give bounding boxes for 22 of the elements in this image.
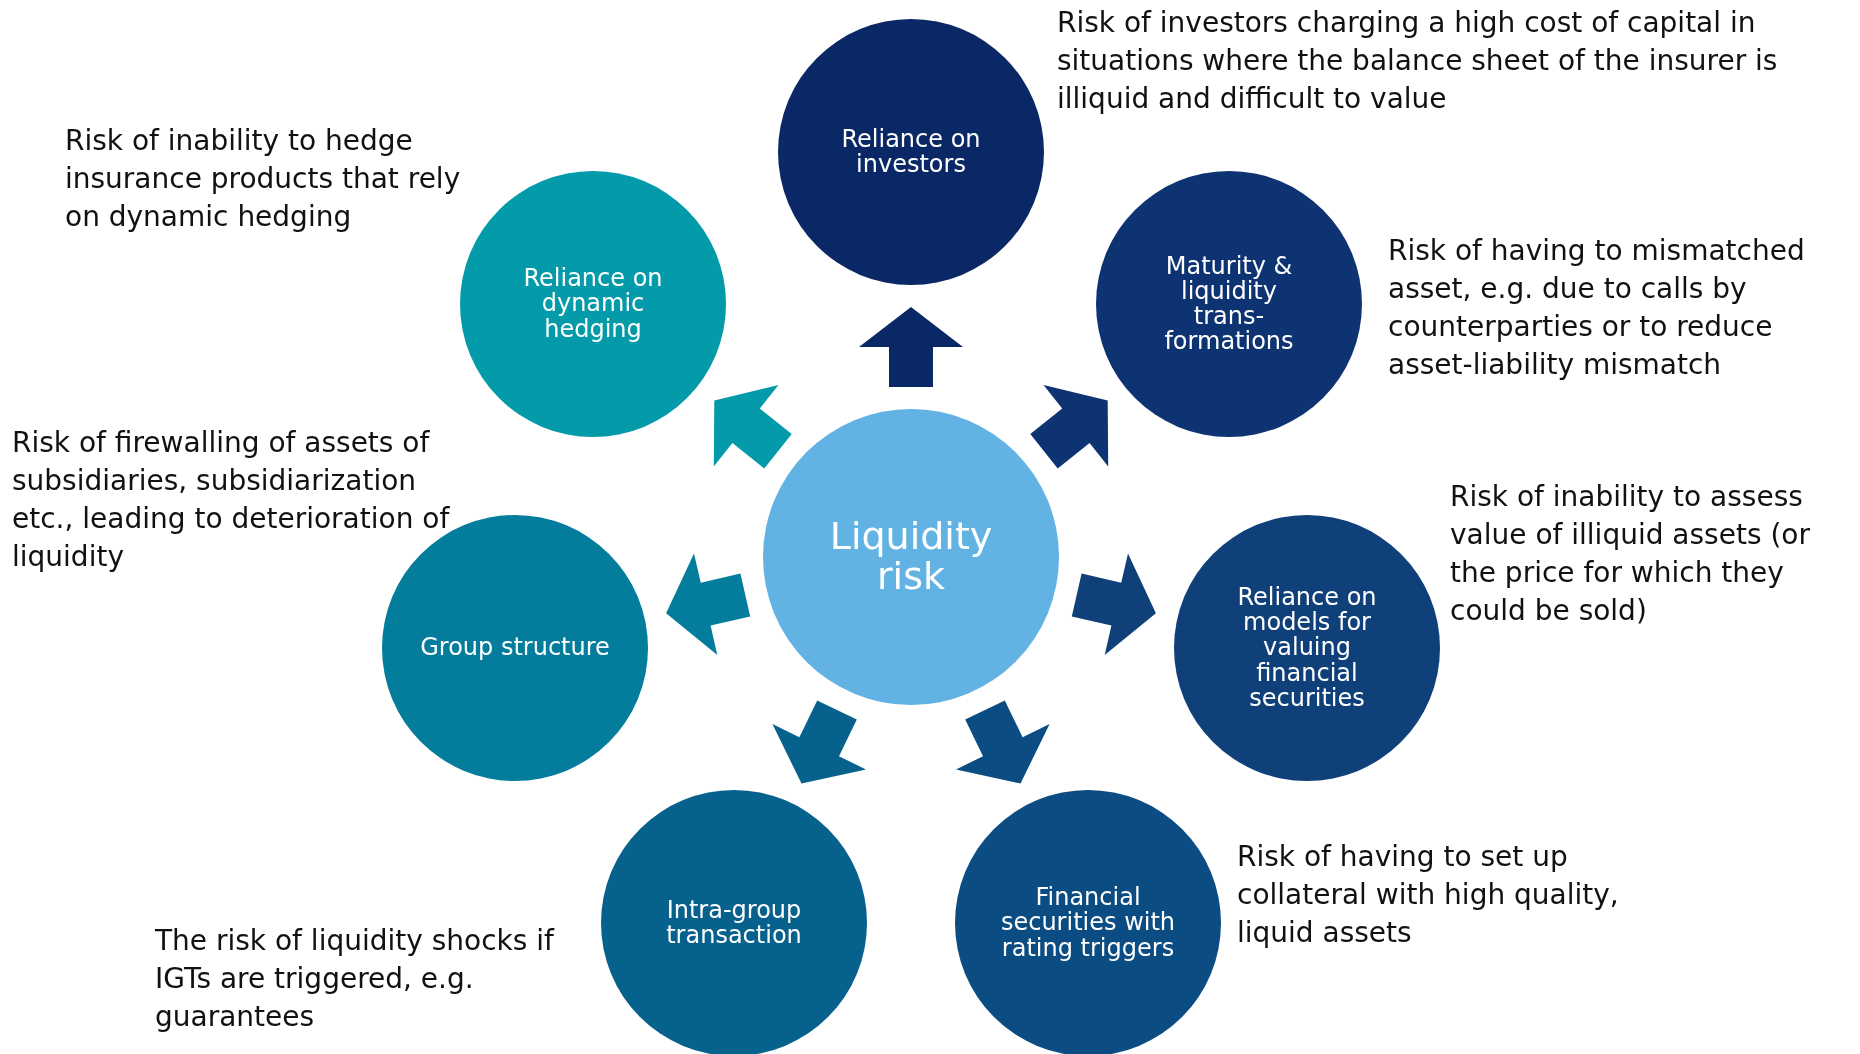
description-text: Risk of having to set up collateral with high quality, liquid assets xyxy=(1237,839,1620,951)
description-text: Risk of inability to hedge insurance products that rely on dynamic hedging xyxy=(65,123,462,235)
node-label: Reliance on investors xyxy=(840,126,982,178)
block-arrow xyxy=(772,700,866,784)
node-label: Maturity & liquidity trans- formations xyxy=(1163,253,1295,355)
node-label: Financial securities with rating triggers xyxy=(999,885,1177,961)
block-arrow xyxy=(1030,385,1109,469)
node-label: Group structure xyxy=(420,635,610,661)
description-text: Risk of having to mismatched asset, e.g. due to calls by counterparties or to reduce asset-liability mismatch xyxy=(1388,233,1806,383)
block-arrow xyxy=(1071,553,1156,655)
node-label: Reliance on dynamic hedging xyxy=(522,266,664,342)
node-label: Liquidity risk xyxy=(828,517,994,597)
block-arrow xyxy=(666,553,751,655)
node-label: Intra-group transaction xyxy=(665,897,803,949)
description-text: Risk of investors charging a high cost of capital in situations where the balance sheet of the insurer is illiquid and difficult to value xyxy=(1057,5,1779,117)
block-arrow xyxy=(713,385,792,469)
description-text: Risk of inability to assess value of illiquid assets (or the price for which they could be sold) xyxy=(1450,479,1811,629)
block-arrow xyxy=(859,307,963,387)
description-text: Risk of firewalling of assets of subsidiaries, subsidiarization etc., leading to deterioration of liquidity xyxy=(12,425,451,575)
description-text: The risk of liquidity shocks if IGTs are triggered, e.g. guarantees xyxy=(155,923,556,1035)
node-label: Reliance on models for valuing financial securities xyxy=(1236,585,1378,711)
block-arrow xyxy=(956,700,1050,784)
